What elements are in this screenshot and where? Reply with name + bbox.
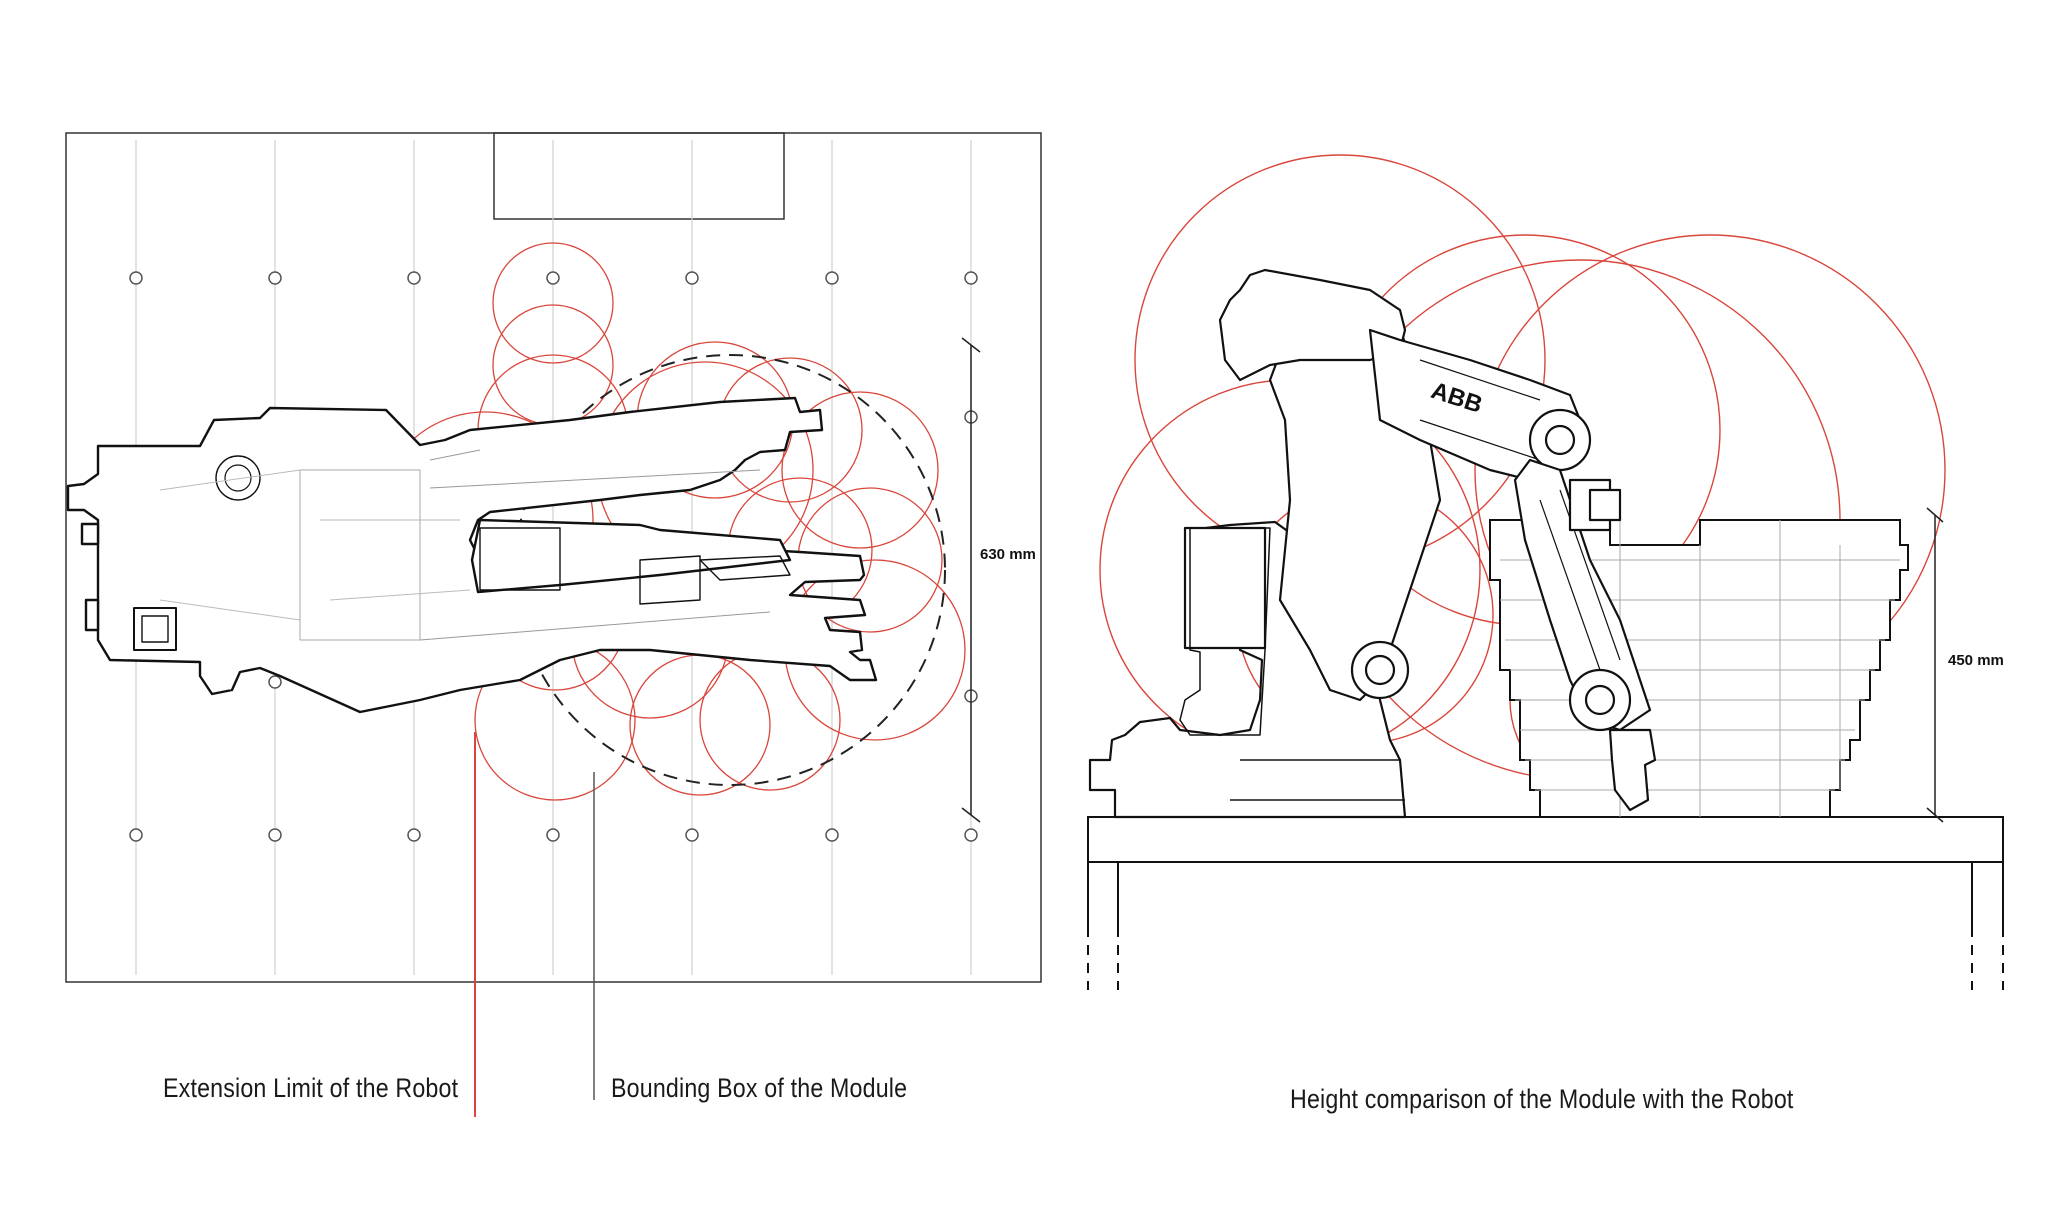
extension-limit-caption: Extension Limit of the Robot: [163, 1073, 459, 1103]
mount-holes: [129, 271, 978, 842]
dimension-630-label: 630 mm: [980, 546, 1036, 563]
height-comparison-caption: Height comparison of the Module with the…: [1290, 1084, 1794, 1114]
dimension-450-label: 450 mm: [1948, 652, 2004, 669]
top-view-panel: 630 mm: [65, 132, 1042, 1117]
side-table: [1087, 816, 2004, 990]
dimension-630: 630 mm: [961, 337, 1036, 823]
robot-top-view: [66, 396, 878, 714]
dimension-450: 450 mm: [1926, 507, 2004, 823]
side-view-panel: ABB 450 mm: [1087, 154, 2004, 990]
feeder-station: [493, 132, 785, 220]
robot-side-view: ABB: [1088, 268, 1657, 819]
bounding-box-caption: Bounding Box of the Module: [611, 1073, 908, 1103]
